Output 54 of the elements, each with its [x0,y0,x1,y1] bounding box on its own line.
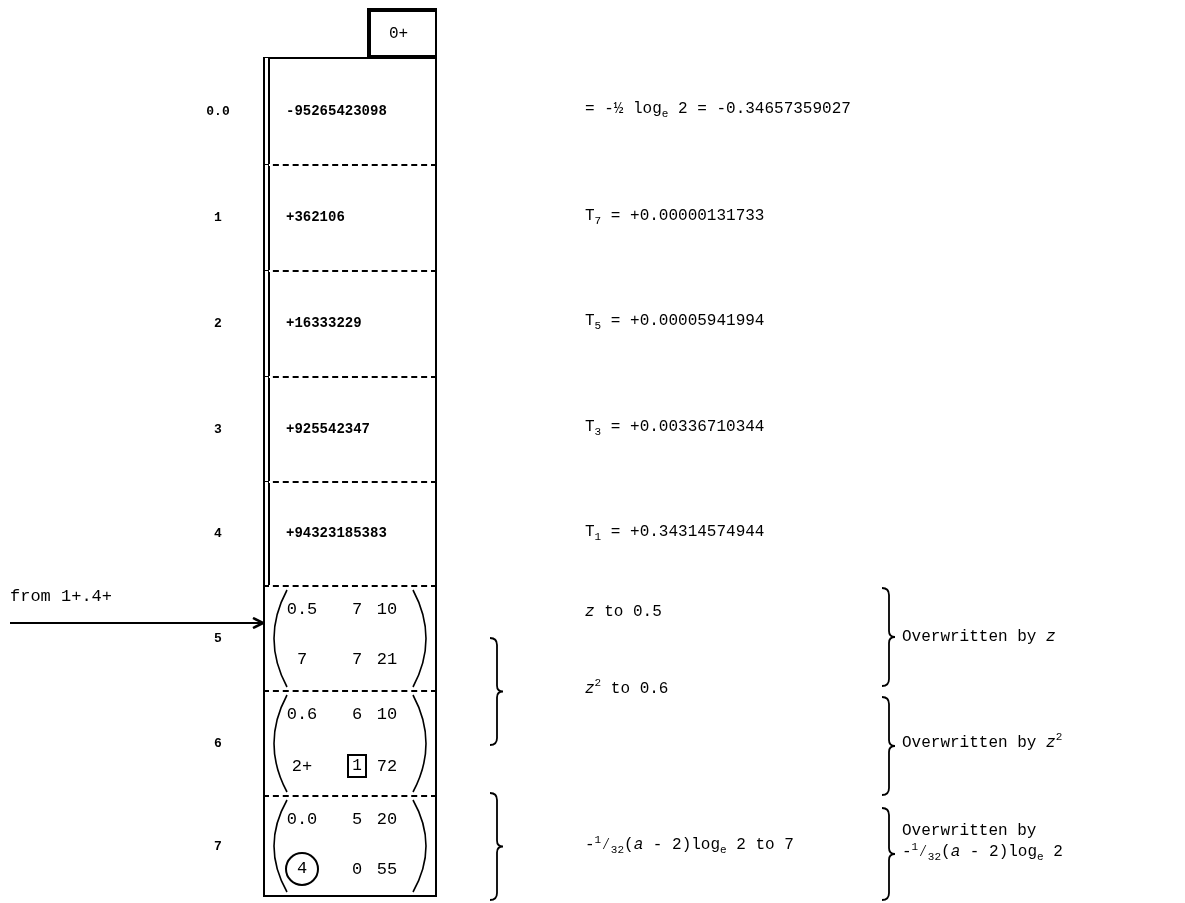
matrix-entry: 6 [351,705,363,723]
boxed-number: 1 [347,754,367,778]
tab-box [367,8,437,57]
row-number: 7 [214,839,222,853]
row-number: 1 [214,210,222,224]
tab-label: 0+ [389,26,409,42]
matrix-entry: 20 [376,810,398,828]
cell-value: +16333229 [286,316,362,330]
cell-value: +94323185383 [286,526,387,540]
row-number: 5 [214,631,222,644]
row-number: 2 [214,316,222,330]
circled-number: 4 [285,852,319,886]
matrix-entry: 0.5 [286,600,318,618]
memory-cell [263,481,437,585]
matrix-entry: 2+ [291,757,313,775]
row-number: 6 [214,736,222,749]
source-label: from 1+.4+ [10,588,160,623]
matrix-entry: 0.0 [286,810,318,828]
memory-cell [263,164,437,270]
annotation-text: = -½ log$_{e}$ 2 = -0.34657359027 [585,98,851,122]
annotation-text: T$_{5}$ = +0.00005941994 [585,310,765,334]
cell-value: -95265423098 [286,103,387,118]
cell-value: +362106 [286,210,345,224]
row-number: 4 [214,526,222,540]
matrix-entry: 0.6 [286,705,318,723]
annotation-text: T$_{7}$ = +0.00000131733 [585,205,765,229]
memory-cell [263,57,437,164]
arrow [9,616,265,630]
annotation-text: Overwritten by -$^{1}$⁄$_{32}$(a - 2)log$_{e}$ 2 [902,820,1064,866]
annotation-text: z$^{2}$ to 0.6 [585,677,669,699]
annotation-text: z to 0.5 [585,602,662,622]
matrix-entry: 72 [376,757,398,775]
matrix-entry: 7 [351,650,363,668]
matrix-entry: 7 [351,600,363,618]
memory-cell [263,795,437,897]
memory-cell [263,376,437,481]
matrix-entry: 55 [376,860,398,878]
matrix-entry: 5 [351,810,363,828]
memory-cell [263,270,437,376]
row-number: 3 [214,422,222,435]
annotation-text: Overwritten by z [902,627,1056,647]
annotation-text: T$_{1}$ = +0.34314574944 [585,521,765,545]
row-number: 0.0 [206,104,230,117]
matrix-entry: 10 [376,705,398,723]
matrix-entry: 10 [376,600,398,618]
annotation-text: T$_{3}$ = +0.00336710344 [585,416,765,440]
cell-value: +925542347 [286,421,370,436]
matrix-entry: 7 [296,650,308,668]
annotation-text: Overwritten by z$^{2}$ [902,731,1063,753]
annotation-text: -$^{1}$⁄$_{32}$(a - 2)log$_{e}$ 2 to 7 [585,833,794,859]
memory-cell [263,585,437,690]
matrix-entry: 0 [351,860,363,878]
memory-cell [263,690,437,795]
matrix-entry: 21 [376,650,398,668]
